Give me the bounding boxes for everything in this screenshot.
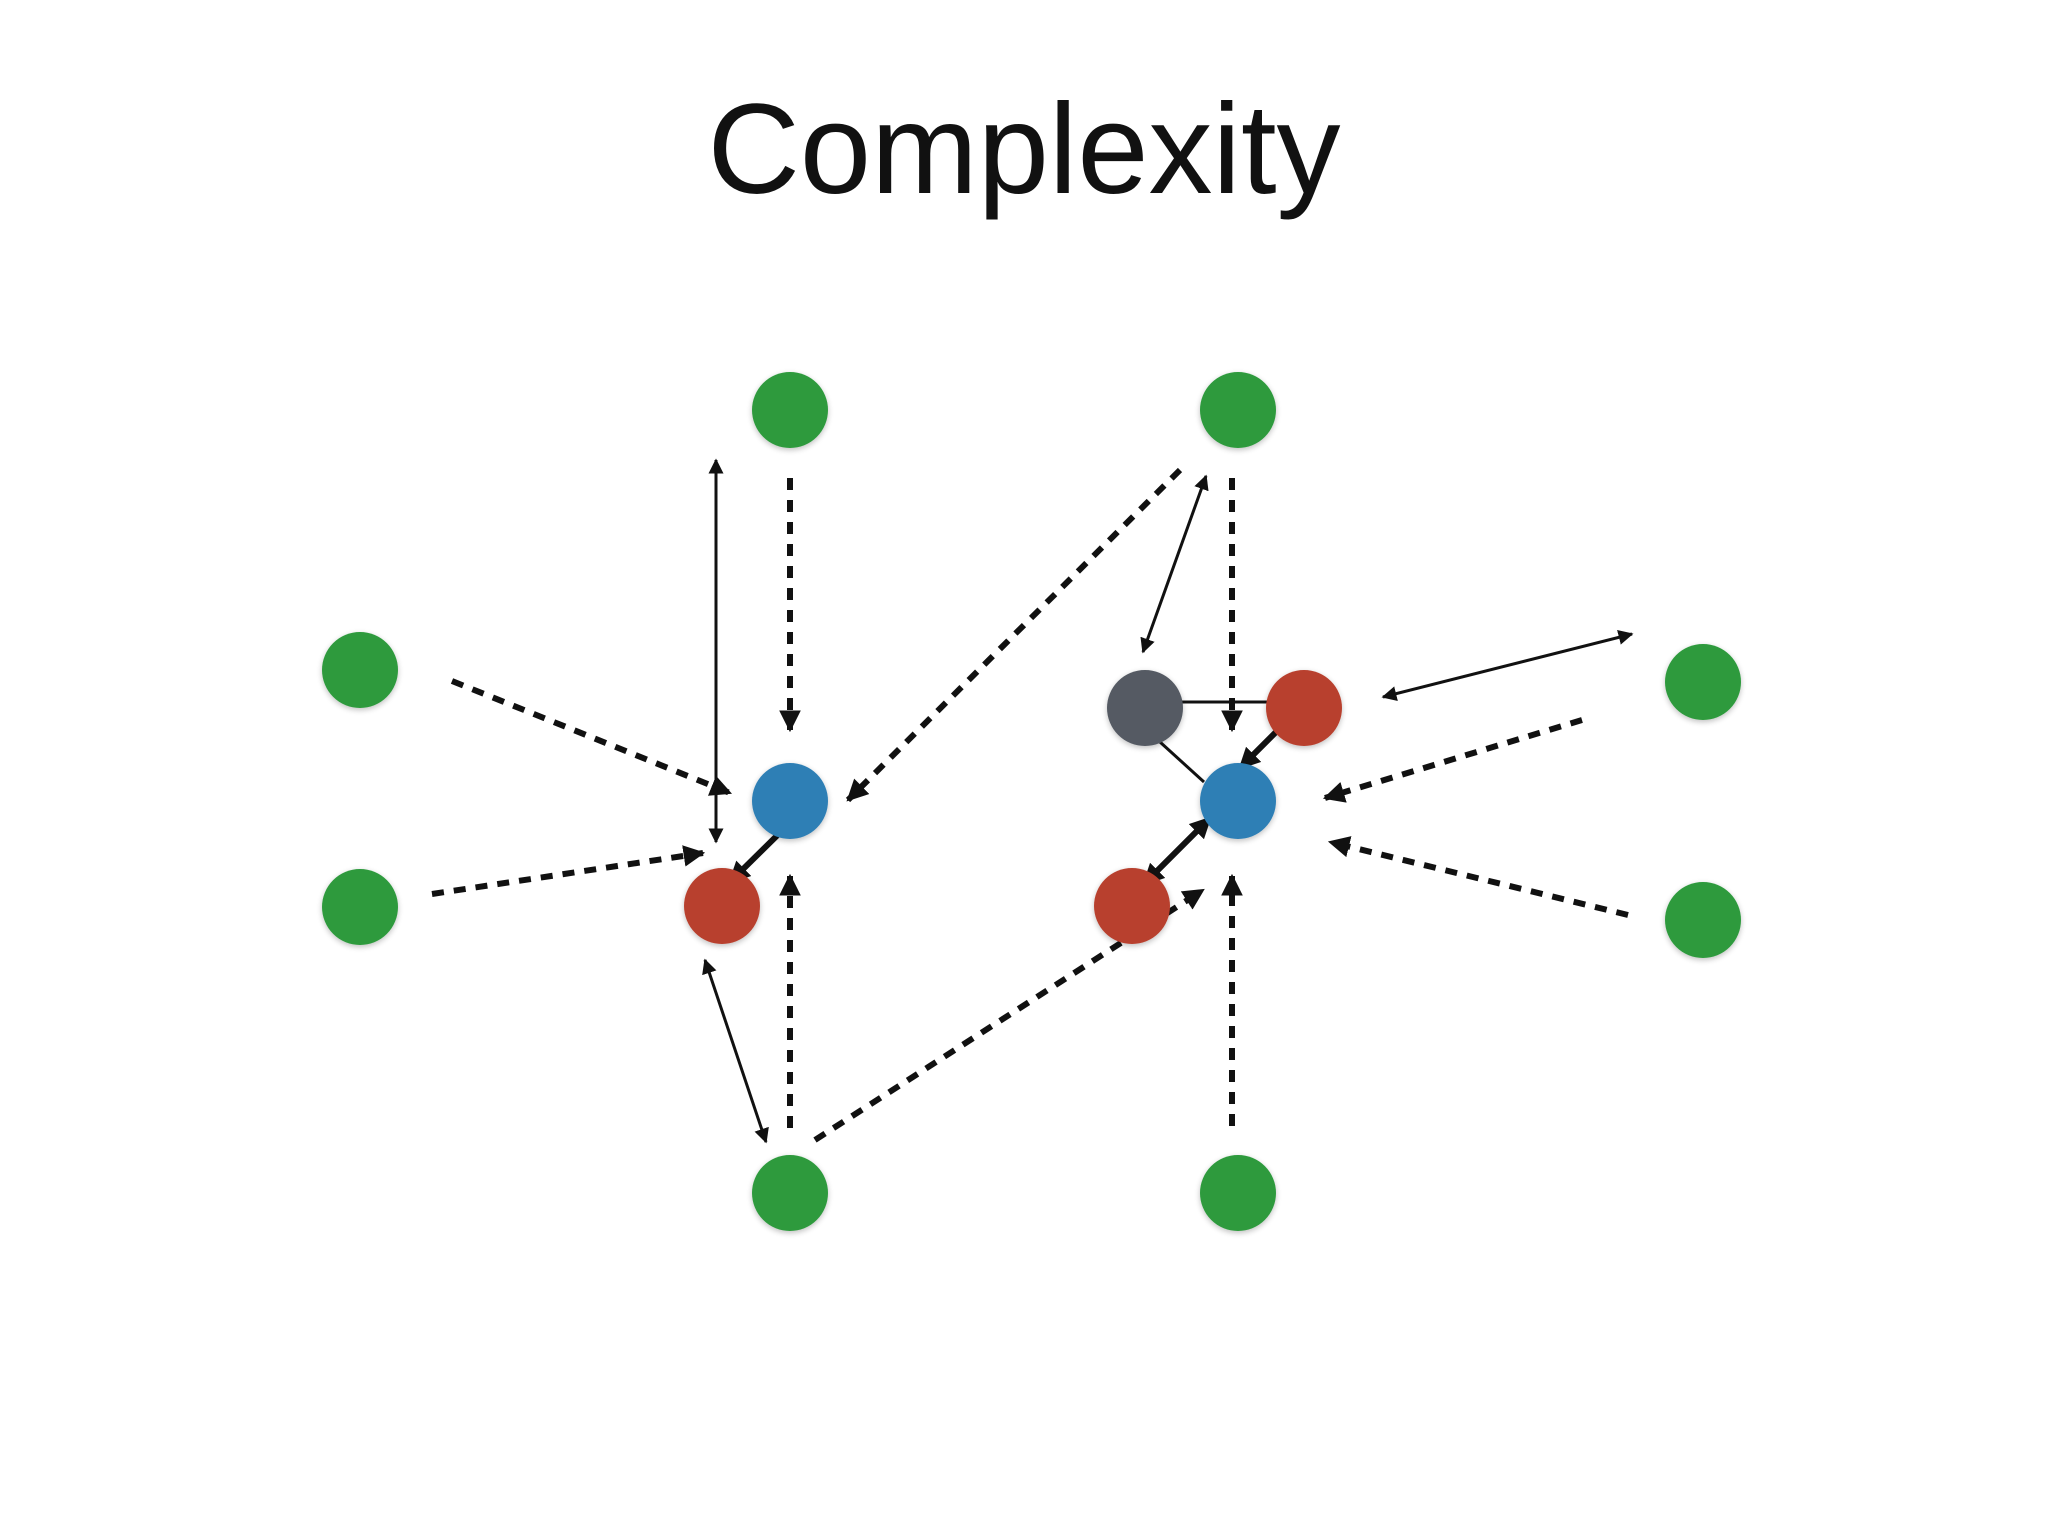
edge-red-right-top-g-right-upper (1381, 630, 1634, 701)
node-g-left-lower (322, 869, 398, 945)
edge-g-right-upper-to-blue-right (1322, 717, 1583, 803)
slide-title: Complexity (707, 78, 1341, 221)
edge-gray-right-to-g-top-right (1140, 474, 1209, 654)
edge-blue-right-red-right-bottom (1141, 815, 1213, 887)
node-red-left (684, 868, 760, 944)
edge-g-top-right-to-blue-left (845, 467, 1183, 803)
node-g-top-left (752, 372, 828, 448)
nodes-group (322, 372, 1741, 1231)
node-red-right-top (1266, 670, 1342, 746)
edge-g-left-upper-to-blue-left (450, 678, 733, 796)
node-g-right-lower (1665, 882, 1741, 958)
node-blue-right (1200, 763, 1276, 839)
node-g-bottom-left (752, 1155, 828, 1231)
node-g-left-upper (322, 632, 398, 708)
node-gray-right (1107, 670, 1183, 746)
node-g-bottom-right (1200, 1155, 1276, 1231)
edges-group (431, 458, 1634, 1144)
edge-red-left-to-g-bottom-left (702, 958, 769, 1144)
node-g-right-upper (1665, 644, 1741, 720)
node-blue-left (752, 763, 828, 839)
node-g-top-right (1200, 372, 1276, 448)
edge-g-left-lower-to-red-left (431, 845, 706, 897)
edge-g-right-lower-to-blue-right (1327, 836, 1629, 918)
node-red-right-bottom (1094, 868, 1170, 944)
